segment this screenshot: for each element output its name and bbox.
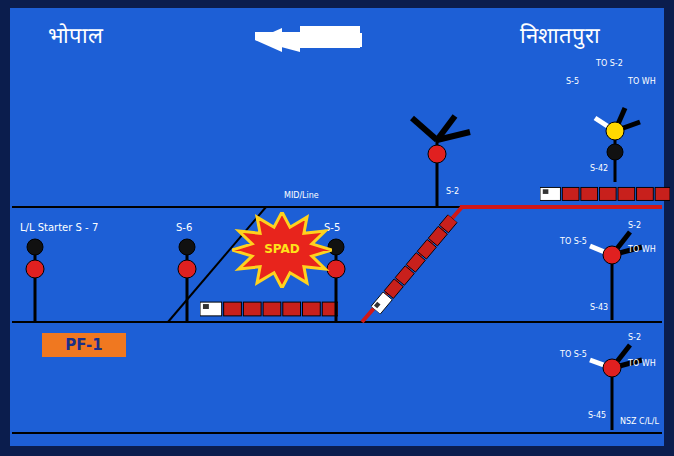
platform-box: PF-1	[42, 333, 126, 357]
place-name: निशातपुरा	[520, 24, 600, 48]
route-label: TO WH	[628, 360, 656, 369]
spad-text: SPAD	[264, 243, 300, 256]
signal-name: S-42	[590, 165, 608, 174]
line-name: NSZ C/L/L	[620, 418, 659, 427]
signal-name: S-6	[176, 222, 192, 233]
signal-name: L/L Starter S - 7	[20, 222, 98, 233]
platform-name: PF-1	[65, 337, 102, 354]
signal-name: S-43	[590, 304, 608, 313]
line-name: MID/Line	[284, 192, 319, 201]
route-label: TO S-2	[596, 60, 623, 69]
route-label: S-5	[566, 78, 579, 87]
signal-name: S-45	[588, 412, 606, 421]
route-label: TO WH	[628, 246, 656, 255]
route-label: TO S-5	[560, 351, 587, 360]
route-label: S-2	[628, 334, 641, 343]
route-label: S-2	[628, 222, 641, 231]
spad-burst: SPAD	[232, 212, 332, 288]
signal-name: S-2	[446, 188, 459, 197]
route-label: TO S-5	[560, 238, 587, 247]
route-label: TO WH	[628, 78, 656, 87]
place-name: भोपाल	[48, 24, 103, 48]
